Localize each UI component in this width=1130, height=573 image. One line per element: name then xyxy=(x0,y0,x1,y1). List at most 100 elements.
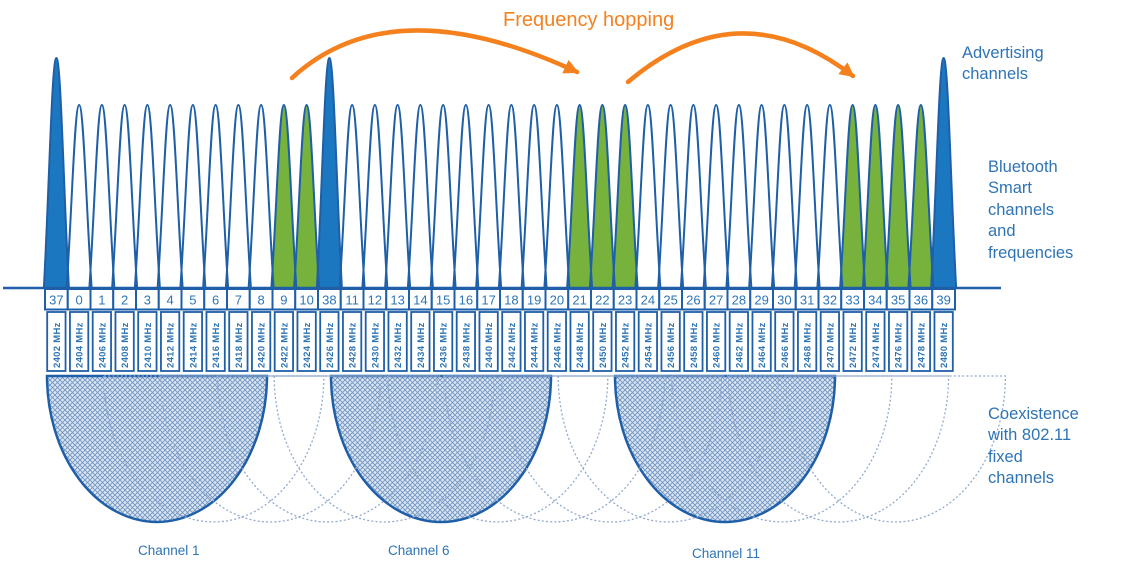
frequency-cell xyxy=(46,311,67,372)
channel-arc-outline xyxy=(361,103,389,289)
hopping-channel-arc-fill xyxy=(840,105,866,288)
channel-number: 26 xyxy=(686,293,700,308)
frequency-cell xyxy=(637,311,658,372)
frequency-cell xyxy=(592,311,613,372)
channel-number: 31 xyxy=(800,293,814,308)
frequency-value: 2444 MHz xyxy=(530,322,541,368)
frequency-cell xyxy=(501,311,522,372)
frequency-cell xyxy=(888,311,909,372)
hopping-channel-arc-fill xyxy=(567,105,593,288)
channel-arc-outline xyxy=(907,103,935,289)
channel-number: 3 xyxy=(144,293,151,308)
channel-arc-outline xyxy=(315,56,343,289)
channel-arc-outline xyxy=(475,103,503,289)
channel-number: 25 xyxy=(663,293,677,308)
hopping-channel-arc-fill xyxy=(908,105,934,288)
channel-arc-outline xyxy=(679,103,707,289)
frequency-value: 2434 MHz xyxy=(416,322,427,368)
frequency-value: 2450 MHz xyxy=(598,322,609,368)
channel-number: 1 xyxy=(98,293,105,308)
hopping-channel-arc-fill xyxy=(589,105,615,288)
frequency-cell xyxy=(251,311,272,372)
channel-number: 34 xyxy=(868,293,882,308)
channel-number: 16 xyxy=(459,293,473,308)
frequency-cell xyxy=(273,311,294,372)
frequency-value: 2428 MHz xyxy=(348,322,359,368)
frequency-cell xyxy=(683,311,704,372)
frequency-value: 2472 MHz xyxy=(848,322,859,368)
channel-arc-outline xyxy=(543,103,571,289)
frequency-cell xyxy=(296,311,317,372)
frequency-value: 2466 MHz xyxy=(780,322,791,368)
channel-arc-outline xyxy=(884,103,912,289)
channel-number: 10 xyxy=(299,293,313,308)
frequency-value: 2458 MHz xyxy=(689,322,700,368)
channel-number: 13 xyxy=(390,293,404,308)
channel-number: 9 xyxy=(280,293,287,308)
frequency-value: 2420 MHz xyxy=(257,322,268,368)
channel-arc-outline xyxy=(702,103,730,289)
frequency-value: 2402 MHz xyxy=(52,322,63,368)
frequency-cell xyxy=(546,311,567,372)
hopping-channel-arc-fill xyxy=(612,105,638,288)
channel-number: 2 xyxy=(121,293,128,308)
channel-number: 19 xyxy=(527,293,541,308)
frequency-value: 2448 MHz xyxy=(575,322,586,368)
hopping-channel-arc-fill xyxy=(885,105,911,288)
channel-number: 29 xyxy=(754,293,768,308)
frequency-cell xyxy=(69,311,90,372)
frequency-cell xyxy=(774,311,795,372)
channel-number: 15 xyxy=(436,293,450,308)
channel-number: 32 xyxy=(823,293,837,308)
frequency-value: 2476 MHz xyxy=(894,322,905,368)
frequency-cell xyxy=(660,311,681,372)
channel-number: 21 xyxy=(572,293,586,308)
advertising-channel-arc-fill xyxy=(316,58,342,288)
channel-arc-outline xyxy=(88,103,116,289)
channel-arc-outline xyxy=(861,103,889,289)
channel-number: 12 xyxy=(368,293,382,308)
channel-arc-outline xyxy=(725,103,753,289)
channel-number: 6 xyxy=(212,293,219,308)
frequency-cell xyxy=(114,311,135,372)
frequency-cell xyxy=(455,311,476,372)
hopping-channel-arc-fill xyxy=(294,105,320,288)
frequency-value: 2468 MHz xyxy=(803,322,814,368)
channel-number: 8 xyxy=(258,293,265,308)
channel-number: 38 xyxy=(322,293,336,308)
channel-arc-outline xyxy=(224,103,252,289)
channel-arc-outline xyxy=(42,56,70,289)
frequency-cell xyxy=(819,311,840,372)
channel-arc-outline xyxy=(816,103,844,289)
frequency-cell xyxy=(797,311,818,372)
channel-number: 14 xyxy=(413,293,427,308)
channel-arc-outline xyxy=(384,103,412,289)
frequency-value: 2470 MHz xyxy=(825,322,836,368)
frequency-value: 2424 MHz xyxy=(302,322,313,368)
channel-arc-outline xyxy=(839,103,867,289)
frequency-value: 2478 MHz xyxy=(916,322,927,368)
frequency-value: 2404 MHz xyxy=(75,322,86,368)
frequency-cell xyxy=(205,311,226,372)
channel-arc-outline xyxy=(520,103,548,289)
frequency-value: 2460 MHz xyxy=(712,322,723,368)
channel-number: 35 xyxy=(891,293,905,308)
frequency-cell xyxy=(569,311,590,372)
frequency-cell xyxy=(137,311,158,372)
frequency-value: 2454 MHz xyxy=(643,322,654,368)
channel-number: 17 xyxy=(481,293,495,308)
channel-number: 5 xyxy=(189,293,196,308)
channel-number: 33 xyxy=(845,293,859,308)
bluetooth-smart-channels-label: Bluetooth Smart channels and frequencies xyxy=(988,158,1074,262)
channel-arc-outline xyxy=(270,103,298,289)
channel-number: 24 xyxy=(641,293,655,308)
ble-arc-fills xyxy=(43,58,957,288)
channel-arc-outline xyxy=(202,103,230,289)
wifi-channel-1-label: Channel 1 xyxy=(138,543,200,558)
ble-arc-outlines xyxy=(42,56,958,289)
wifi-channel-lobe xyxy=(613,374,837,524)
frequency-value: 2410 MHz xyxy=(143,322,154,368)
channel-number: 37 xyxy=(49,293,63,308)
